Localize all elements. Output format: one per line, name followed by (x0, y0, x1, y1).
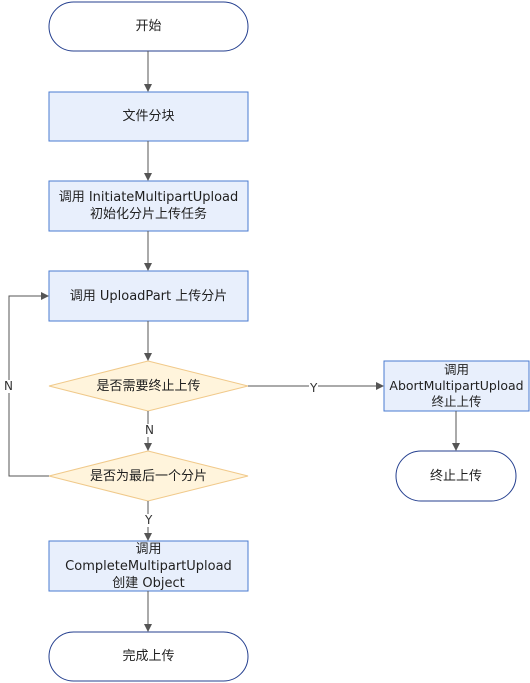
terminated-terminal-shape (395, 450, 517, 502)
edge-label-last-no: N (3, 379, 14, 393)
initiate-process-shape (48, 180, 249, 232)
abort-process-shape (383, 360, 530, 412)
terminated-label: 终止上传 (429, 468, 482, 484)
upload-part-label: 调用 UploadPart 上传分片 (69, 288, 228, 304)
split-process-shape (48, 91, 249, 142)
edge-label-last-yes: Y (144, 513, 154, 527)
initiate-label: 调用 InitiateMultipartUpload 初始化分片上传任务 (58, 190, 239, 222)
edge-label-terminate-no: N (144, 423, 155, 437)
edge-loop-back-to-upload (8, 292, 49, 477)
edge-label-terminate-yes: Y (309, 381, 319, 395)
need-terminate-label: 是否需要终止上传 (96, 378, 201, 394)
complete-process-shape (48, 540, 249, 592)
complete-label: 调用 CompleteMultipartUpload 创建 Object (65, 541, 232, 591)
split-label: 文件分块 (122, 109, 175, 124)
upload-part-process-shape (48, 270, 249, 322)
finish-label: 完成上传 (122, 649, 175, 664)
finish-terminal-shape (48, 631, 249, 682)
abort-label: 调用 AbortMultipartUpload 终止上传 (389, 362, 524, 409)
is-last-label: 是否为最后一个分片 (89, 468, 207, 484)
start-label: 开始 (135, 19, 162, 34)
